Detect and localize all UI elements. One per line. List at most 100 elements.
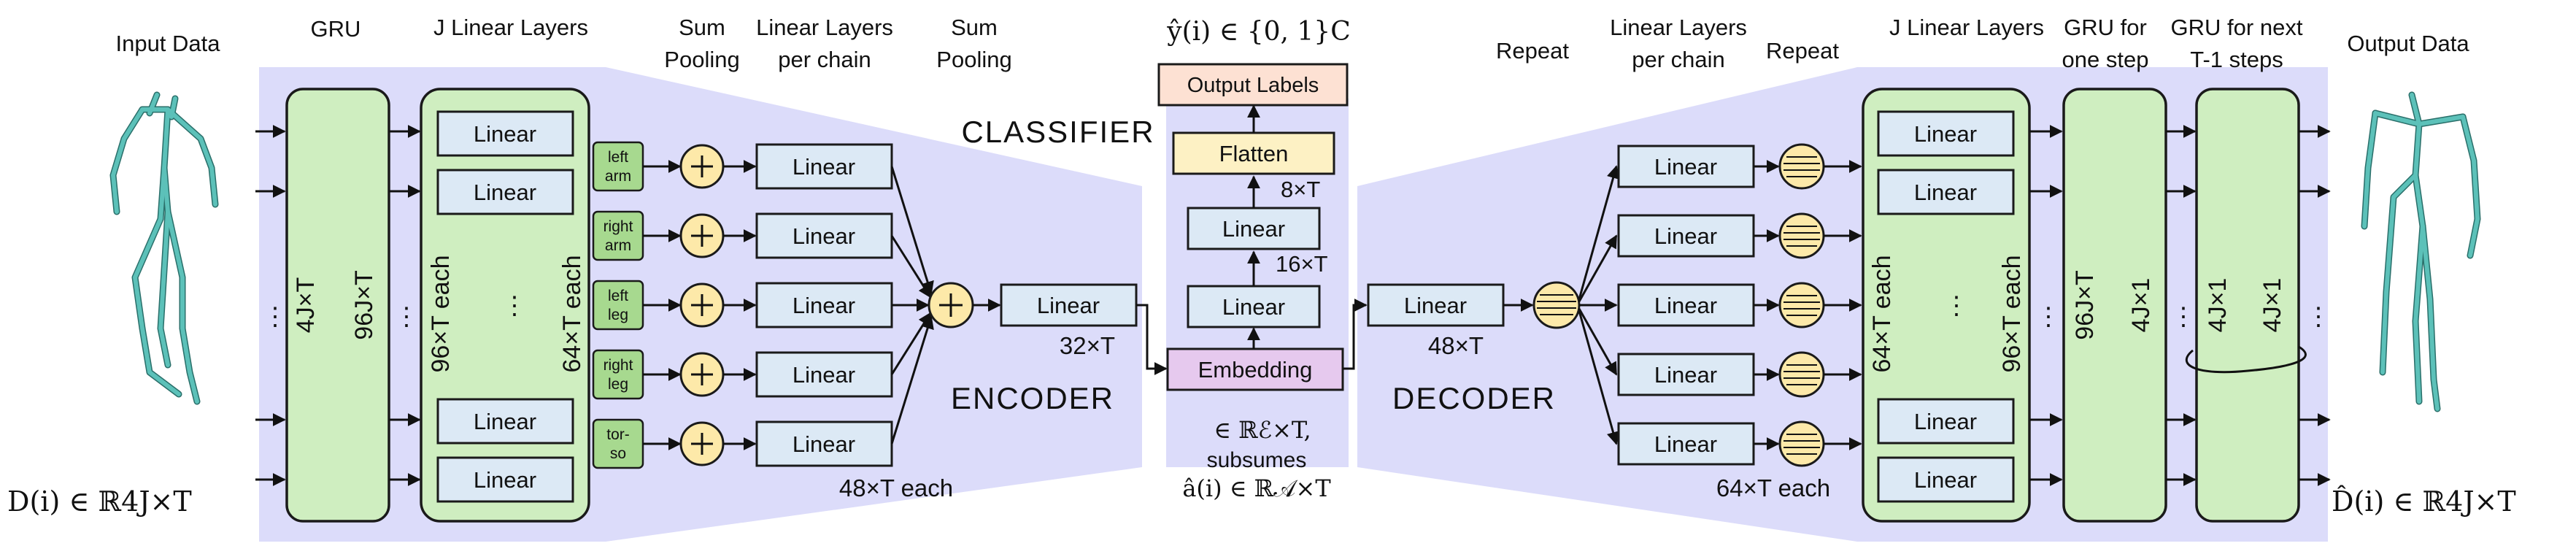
y-hat-label: ŷ(i) ∈ {0, 1}C bbox=[1166, 17, 1351, 47]
classifier-dim-16: 16×T bbox=[1276, 251, 1328, 277]
tag-left-arm-1: left bbox=[608, 149, 628, 166]
header-gru-next-steps-line2: T-1 steps bbox=[2190, 47, 2283, 72]
svg-text:leg: leg bbox=[608, 307, 628, 323]
decoder-gru-next-steps bbox=[2195, 88, 2300, 523]
svg-text:Linear: Linear bbox=[474, 467, 536, 493]
encoder-chain-row bbox=[643, 144, 757, 466]
svg-text:right: right bbox=[603, 218, 633, 235]
header-gru-one-step-line2: one step bbox=[2062, 47, 2149, 72]
header-repeat-2: Repeat bbox=[1766, 38, 1839, 64]
header-gru-next-steps-line1: GRU for next bbox=[2171, 15, 2303, 40]
svg-text:leg: leg bbox=[608, 376, 628, 393]
header-linear-per-chain-line2: per chain bbox=[778, 47, 871, 72]
header-gru-one-step-line1: GRU for bbox=[2064, 15, 2147, 40]
svg-text:Linear: Linear bbox=[1654, 223, 1717, 249]
gru-to-linear-arrows: ⋮ bbox=[389, 125, 421, 486]
decoder-j-dim-96: 96×T each bbox=[1998, 255, 2026, 372]
svg-text:Output Labels: Output Labels bbox=[1187, 74, 1319, 97]
encoder-chain-linear-boxes: Linear Linear Linear Linear Linear bbox=[755, 143, 893, 467]
decoder-linear-dim: 48×T bbox=[1428, 332, 1484, 359]
encoder-gru-dim-4j: 4J×T bbox=[292, 277, 320, 334]
encoder-j-dim-96: 96×T each bbox=[427, 255, 455, 372]
recurrent-loop bbox=[2185, 345, 2307, 374]
svg-text:Linear: Linear bbox=[793, 293, 855, 318]
svg-text:tor-: tor- bbox=[606, 426, 630, 443]
svg-text:Linear: Linear bbox=[474, 180, 536, 205]
header-sum-pooling-1-line2: Pooling bbox=[664, 47, 739, 72]
encoder-final-dim: 32×T bbox=[1060, 332, 1115, 359]
encoder-label: ENCODER bbox=[951, 381, 1114, 415]
decoder-repeat-to-jlinear bbox=[1824, 160, 1862, 450]
decoder-gru-one-dim-4j: 4J×1 bbox=[2127, 278, 2155, 333]
embedding-box bbox=[1166, 347, 1344, 391]
svg-text:so: so bbox=[610, 445, 626, 462]
encoder-gru-box bbox=[285, 88, 390, 523]
input-skeleton-figure bbox=[109, 91, 219, 405]
svg-text:⋮: ⋮ bbox=[1944, 292, 1969, 320]
header-gru: GRU bbox=[311, 16, 361, 42]
decoder-label: DECODER bbox=[1392, 381, 1556, 415]
svg-text:Linear: Linear bbox=[474, 121, 536, 147]
svg-text:Linear: Linear bbox=[1654, 293, 1717, 318]
svg-text:Linear: Linear bbox=[1222, 294, 1285, 320]
output-arrows: ⋮ bbox=[2299, 125, 2331, 486]
subsumes-label: subsumes bbox=[1207, 448, 1307, 472]
decoder-gru-next-dim-b: 4J×1 bbox=[2259, 278, 2286, 333]
embedding-to-decoder-arrow bbox=[1343, 299, 1368, 370]
header-linear-per-chain-dec-line1: Linear Layers bbox=[1610, 15, 1747, 40]
svg-text:Linear: Linear bbox=[1654, 431, 1717, 457]
decoder-j-dim-64: 64×T each bbox=[1868, 255, 1896, 372]
svg-text:⋮: ⋮ bbox=[2171, 303, 2196, 331]
svg-text:Linear: Linear bbox=[793, 431, 855, 457]
header-linear-per-chain-line1: Linear Layers bbox=[756, 15, 893, 40]
encoder-converge-arrows bbox=[890, 166, 934, 445]
decoder-gru-next-dim-a: 4J×1 bbox=[2204, 278, 2232, 333]
svg-text:Flatten: Flatten bbox=[1219, 141, 1289, 166]
decoder-repeat-circles bbox=[1778, 143, 1825, 467]
svg-text:Linear: Linear bbox=[793, 154, 855, 180]
header-sum-pooling-2-line2: Pooling bbox=[936, 47, 1011, 72]
encoder-final-linear bbox=[1000, 283, 1138, 327]
header-linear-per-chain-dec-line2: per chain bbox=[1632, 47, 1725, 72]
input-arrows: ⋮ bbox=[255, 125, 288, 486]
svg-text:Linear: Linear bbox=[1222, 216, 1285, 242]
svg-text:Linear: Linear bbox=[1914, 180, 1977, 205]
header-j-linear-layers-dec: J Linear Layers bbox=[1889, 15, 2044, 40]
decoder-j-linear-boxes: Linear Linear Linear Linear bbox=[1877, 110, 2015, 503]
flatten-box bbox=[1172, 131, 1335, 175]
embedding-space-label: ∈ ℝℰ×T, bbox=[1214, 416, 1311, 444]
decoder-gru-one-dim-96j: 96J×T bbox=[2071, 270, 2099, 339]
encoder-to-embedding-arrow bbox=[1136, 304, 1168, 375]
decoder-linear bbox=[1367, 283, 1505, 327]
svg-text:Linear: Linear bbox=[793, 223, 855, 249]
encoder-chain-dim: 48×T each bbox=[839, 474, 953, 501]
classifier-dim-8: 8×T bbox=[1281, 177, 1320, 202]
encoder-gru-dim-96j: 96J×T bbox=[350, 270, 378, 339]
output-labels-box bbox=[1157, 63, 1349, 107]
classifier-label: CLASSIFIER bbox=[961, 115, 1154, 149]
svg-text:right: right bbox=[603, 357, 633, 374]
svg-text:Linear: Linear bbox=[793, 362, 855, 388]
svg-text:⋮: ⋮ bbox=[502, 292, 527, 320]
decoder-diverge-arrows bbox=[1578, 165, 1620, 445]
svg-text:Embedding: Embedding bbox=[1198, 357, 1313, 382]
a-hat-label: â(i) ∈ ℝ𝒜×T bbox=[1182, 474, 1331, 502]
d-output-label: D̂(i) ∈ ℝ4J×T bbox=[2332, 485, 2516, 518]
tag-left-arm-2: arm bbox=[605, 168, 631, 185]
header-input-data: Input Data bbox=[115, 31, 220, 56]
decoder-gru-one-step bbox=[2062, 88, 2167, 523]
header-sum-pooling-2-line1: Sum bbox=[951, 15, 998, 40]
svg-text:Linear: Linear bbox=[1914, 409, 1977, 434]
svg-text:⋮: ⋮ bbox=[394, 303, 419, 331]
svg-text:left: left bbox=[608, 288, 628, 304]
svg-text:Linear: Linear bbox=[1914, 467, 1977, 493]
decoder-chain-linear-boxes: Linear Linear Linear Linear Linear bbox=[1617, 145, 1755, 466]
encoder-j-dim-64: 64×T each bbox=[558, 255, 586, 372]
decoder-chain-to-repeat bbox=[1754, 160, 1780, 450]
decoder-jlinear-to-gru: ⋮ bbox=[2029, 125, 2063, 486]
gru-one-to-next-arrows: ⋮ bbox=[2166, 125, 2197, 486]
svg-text:Linear: Linear bbox=[1037, 293, 1100, 318]
output-skeleton-figure bbox=[2361, 91, 2481, 412]
header-output-data: Output Data bbox=[2347, 31, 2469, 56]
svg-text:Linear: Linear bbox=[1654, 154, 1717, 180]
